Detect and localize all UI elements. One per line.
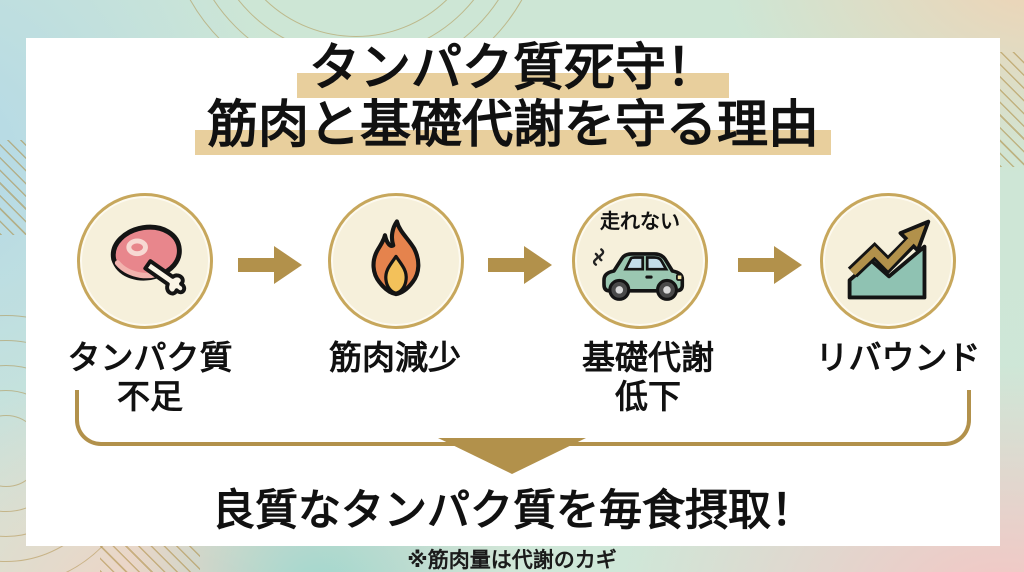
- conclusion-text: 良質なタンパク質を毎食摂取！: [212, 486, 814, 536]
- flow-arrow-icon: [238, 246, 302, 284]
- footnote-text: ※筋肉量は代謝のカギ: [407, 548, 617, 572]
- decor-hatch-right-edge: [1000, 52, 1024, 167]
- step-label-rebound: リバウンド: [815, 338, 981, 377]
- car-badge-text: 走れない: [600, 209, 680, 233]
- decor-hatch-bottom: [100, 546, 200, 572]
- flame-icon: [371, 219, 421, 297]
- step-rebound-circle: [820, 193, 956, 329]
- step-label-muscle-loss: 筋肉減少: [329, 338, 461, 377]
- meat-icon: [110, 224, 187, 296]
- flow-arrow-icon: [488, 246, 552, 284]
- title-line-1: タンパク質死守！: [296, 39, 729, 98]
- content-card: タンパク質死守！ 筋肉と基礎代謝を守る理由 走れない: [26, 38, 1000, 546]
- stalled-car-icon: [592, 248, 685, 302]
- flow-arrow-icon: [738, 246, 802, 284]
- step-metabolism-circle: 走れない: [572, 193, 708, 329]
- page-title: タンパク質死守！ 筋肉と基礎代謝を守る理由: [26, 39, 1000, 155]
- step-label-metabolism-drop: 基礎代謝 低下: [582, 338, 714, 416]
- decor-hatch-left-edge: [0, 140, 26, 235]
- step-muscle-circle: [328, 193, 464, 329]
- rebound-chart-icon: [847, 219, 931, 300]
- down-triangle-icon: [438, 438, 586, 474]
- title-line-2: 筋肉と基礎代謝を守る理由: [194, 96, 831, 155]
- step-protein-circle: [77, 193, 213, 329]
- step-label-protein-shortage: タンパク質 不足: [67, 338, 233, 416]
